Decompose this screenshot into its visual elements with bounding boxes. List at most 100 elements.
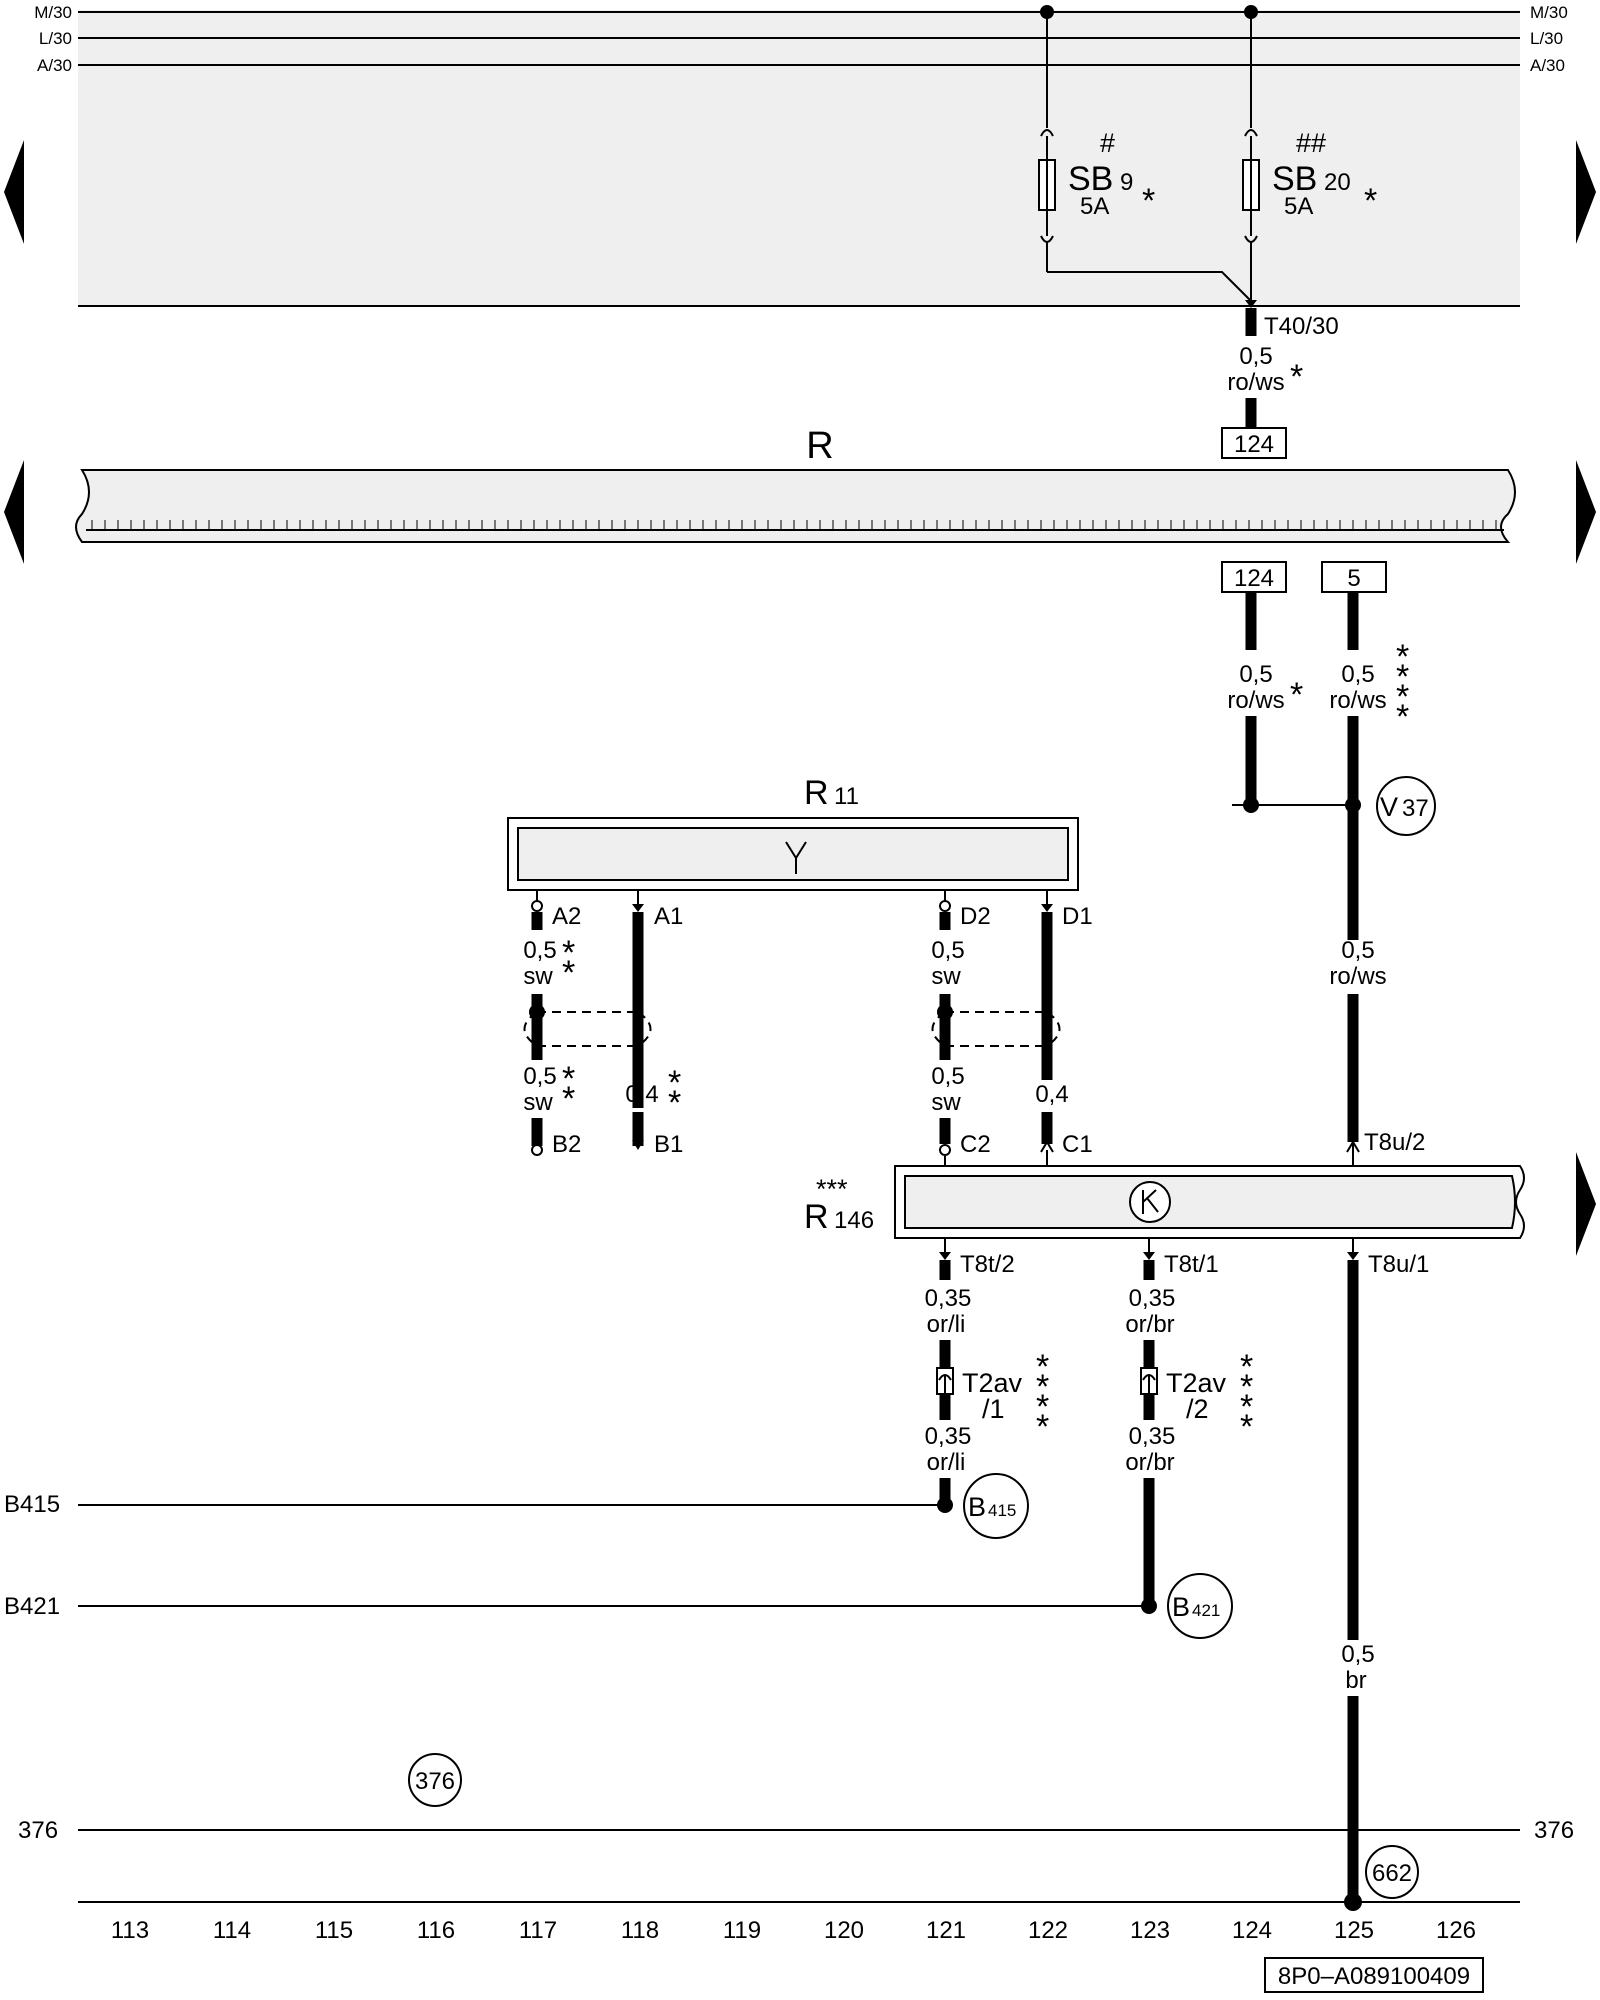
wire-star: ** [668, 1064, 681, 1122]
r11-pin-a1 [632, 890, 644, 1108]
wire-size: 0,35 [1129, 1423, 1176, 1450]
wire-star: * [1290, 676, 1303, 714]
fuse-sb20-star: * [1364, 182, 1377, 220]
pin-b2-label: B2 [552, 1131, 581, 1158]
pin-t8t1-terminal [1143, 1252, 1155, 1260]
wire-sb9-output [1047, 271, 1251, 301]
wire-size: 0,5 [523, 937, 556, 964]
rail-a30-label-right: A/30 [1530, 56, 1565, 75]
nav-arrow-right-icon[interactable] [1576, 1152, 1596, 1256]
scale-number: 113 [111, 1917, 149, 1944]
pin-c1-label: C1 [1062, 1131, 1093, 1158]
junction-v37-number: 37 [1402, 795, 1429, 822]
junction-dot [937, 1497, 953, 1513]
pin-d1-label: D1 [1062, 903, 1093, 930]
pin-t8t1-label: T8t/1 [1164, 1251, 1219, 1278]
wire-color: sw [931, 963, 961, 990]
wire-star: * [1290, 358, 1303, 396]
harness-body [75, 469, 1516, 543]
pin-c2-terminal [939, 1144, 951, 1156]
ref-376-bubble[interactable] [408, 1753, 462, 1807]
bus-b421-bubble-main: B [1172, 1592, 1190, 1622]
bus-b421-label: B421 [4, 1593, 60, 1620]
wire-size: 0,4 [1035, 1081, 1068, 1108]
scale-number: 125 [1334, 1917, 1374, 1944]
rail-m30-label-left: M/30 [34, 3, 72, 22]
bus-b415-label: B415 [4, 1491, 60, 1518]
scale-number: 124 [1232, 1917, 1272, 1944]
scale-number: 116 [417, 1917, 455, 1944]
fuse-sb9-rating: 5A [1080, 193, 1109, 220]
r11-number: 11 [834, 783, 859, 810]
wire-star: **** [1396, 638, 1409, 736]
wire-color: ro/ws [1329, 687, 1386, 714]
wire-size: 0,35 [925, 1285, 972, 1312]
wire-size: 0,35 [925, 1423, 972, 1450]
wire-size: 0,5 [1341, 1641, 1374, 1668]
junction-v37-bubble[interactable] [1376, 776, 1436, 836]
ref-376-bubble-label: 376 [415, 1768, 455, 1795]
rail-m30-label-right: M/30 [1530, 3, 1568, 22]
drawing-id: 8P0–A089100409 [1278, 1963, 1470, 1990]
junction-dot [1243, 797, 1259, 813]
wire-color: ro/ws [1329, 963, 1386, 990]
nav-arrow-left-icon[interactable] [4, 460, 24, 564]
nav-arrow-left-icon[interactable] [4, 140, 24, 244]
shield-left [523, 1004, 652, 1047]
r11-pin-d2 [939, 890, 951, 930]
harness-pin-box-5 [1321, 561, 1387, 593]
wire-size: 0,5 [931, 1063, 964, 1090]
pin-b1-label: B1 [654, 1131, 683, 1158]
ref-662-bubble[interactable] [1365, 1845, 1419, 1899]
scale-number: 120 [824, 1917, 864, 1944]
r11-pin-a2 [531, 890, 543, 930]
bus-b415-bubble-main: B [968, 1492, 986, 1522]
bus-b415-bubble[interactable] [963, 1473, 1029, 1539]
junction-dot [1345, 797, 1361, 813]
rail-a30-label-left: A/30 [37, 56, 72, 75]
scale-number: 117 [519, 1917, 557, 1944]
connector-t2av1-name: T2av [962, 1368, 1023, 1398]
r146-number: 146 [834, 1207, 874, 1234]
scale-number: 122 [1028, 1917, 1068, 1944]
connector-t2av1-pin: /1 [982, 1394, 1005, 1424]
connector-pin-icon [1245, 300, 1257, 308]
bus-b421-bubble[interactable] [1167, 1573, 1233, 1639]
wire-color: or/li [927, 1449, 966, 1476]
connector-t2av2-pin: /2 [1186, 1394, 1209, 1424]
pin-c2-label: C2 [960, 1131, 991, 1158]
pin-t8u1-label: T8u/1 [1368, 1251, 1429, 1278]
pin-b2-terminal [531, 1144, 543, 1156]
connector-t2av1-icon [938, 1374, 952, 1394]
scale-number: 118 [621, 1917, 659, 1944]
nav-arrow-right-icon[interactable] [1576, 460, 1596, 564]
wire-size: 0,5 [1239, 343, 1272, 370]
harness-pin-124-label: 124 [1234, 565, 1274, 592]
wire-size: 0,35 [1129, 1285, 1176, 1312]
harness-name: R [806, 425, 833, 467]
ref-376-right-label: 376 [1534, 1817, 1574, 1844]
wire-size: 0,5 [931, 937, 964, 964]
connector-t2av2-stars: **** [1240, 1348, 1253, 1446]
fuse-sb20-rating: 5A [1284, 193, 1313, 220]
scale-number: 119 [723, 1917, 761, 1944]
pin-c1-terminal [1040, 1140, 1054, 1153]
r11-name: R [804, 774, 829, 812]
rail-l30-label-left: L/30 [39, 29, 72, 48]
pin-a1-label: A1 [654, 903, 683, 930]
wire-color: or/li [927, 1311, 966, 1338]
pin-t8u2-label: T8u/2 [1364, 1129, 1425, 1156]
wire-size: 0,5 [1239, 661, 1272, 688]
wire-color: sw [523, 1089, 553, 1116]
connector-t2av2-name: T2av [1166, 1368, 1227, 1398]
drawing-id-box [1264, 1957, 1484, 1993]
fuse-sb20-number: 20 [1324, 169, 1351, 196]
connector-t2av2-icon [1142, 1374, 1156, 1394]
ref-376-left-label: 376 [18, 1817, 58, 1844]
nav-arrow-right-icon[interactable] [1576, 140, 1596, 244]
wire-color: or/br [1125, 1311, 1174, 1338]
harness-pin-box-top [1221, 427, 1287, 459]
scale-number: 123 [1130, 1917, 1170, 1944]
scale-number: 114 [213, 1917, 251, 1944]
